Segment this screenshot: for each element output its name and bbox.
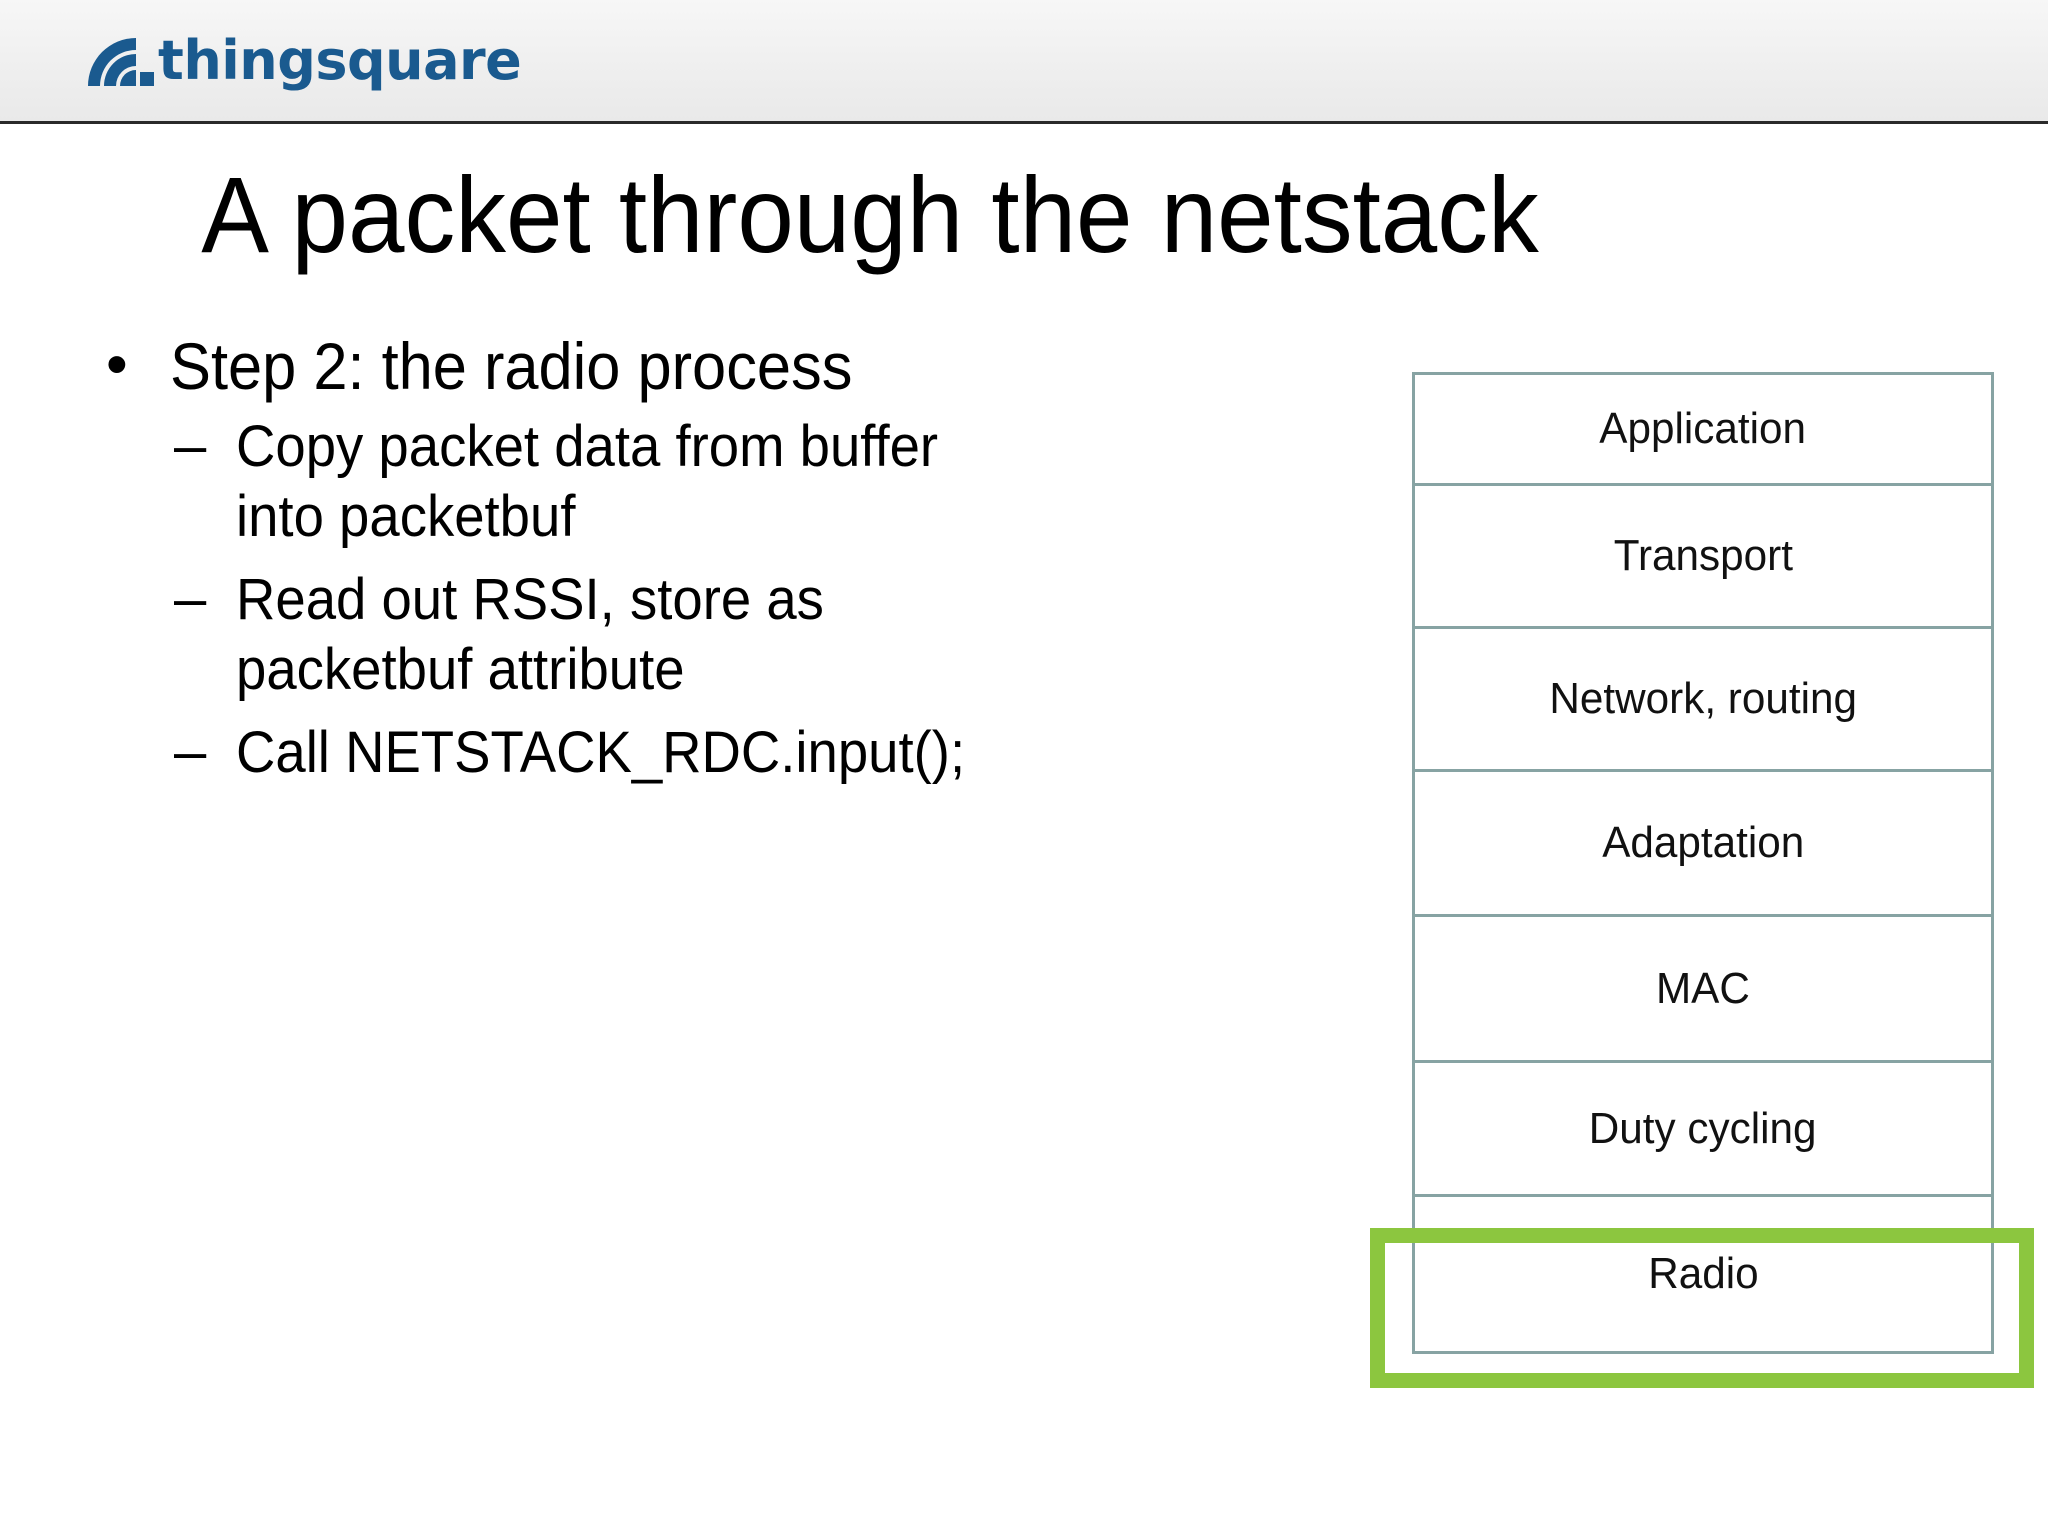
sub-bullet-list: – Copy packet data from buffer into pack…	[174, 412, 1396, 788]
netstack-layer-radio: Radio	[1412, 1194, 1994, 1354]
layer-label: Radio	[1647, 1249, 1759, 1298]
layer-label: Application	[1599, 404, 1807, 453]
dash-marker: –	[174, 566, 207, 632]
layer-label: Adaptation	[1602, 818, 1804, 867]
layer-label: Network, routing	[1549, 674, 1857, 723]
layer-label: MAC	[1656, 963, 1750, 1013]
netstack-layer-adaptation: Adaptation	[1412, 769, 1994, 917]
main-bullet: • Step 2: the radio process	[96, 329, 1396, 404]
sub-bullet-text: Call NETSTACK_RDC.input();	[236, 720, 966, 786]
main-bullet-text: Step 2: the radio process	[170, 329, 853, 403]
list-item: – Copy packet data from buffer into pack…	[174, 412, 1396, 551]
logo-wordmark: thingsquare	[158, 29, 522, 92]
netstack-layer-application: Application	[1412, 372, 1994, 486]
slide-header: thingsquare	[0, 0, 2048, 124]
netstack-layer-mac: MAC	[1412, 914, 1994, 1063]
dash-marker: –	[174, 412, 207, 478]
page-title: A packet through the netstack	[201, 154, 1539, 275]
wifi-arcs-icon	[88, 38, 154, 86]
list-item: – Read out RSSI, store as packetbuf attr…	[174, 565, 1396, 704]
sub-bullet-text: Read out RSSI, store as packetbuf attrib…	[236, 567, 824, 702]
netstack-layer-network-routing: Network, routing	[1412, 626, 1994, 772]
list-item: – Call NETSTACK_RDC.input();	[174, 718, 1396, 788]
bullet-marker: •	[106, 330, 128, 399]
dash-marker: –	[174, 719, 207, 785]
layer-label: Duty cycling	[1589, 1103, 1817, 1153]
layer-label: Transport	[1613, 531, 1793, 580]
netstack-layer-duty-cycling: Duty cycling	[1412, 1060, 1994, 1197]
netstack-layer-transport: Transport	[1412, 483, 1994, 629]
sub-bullet-text: Copy packet data from buffer into packet…	[236, 413, 939, 549]
netstack-diagram: Application Transport Network, routing A…	[1412, 372, 1994, 1354]
thingsquare-logo: thingsquare	[78, 22, 522, 96]
slide-body: • Step 2: the radio process – Copy packe…	[96, 329, 1396, 802]
